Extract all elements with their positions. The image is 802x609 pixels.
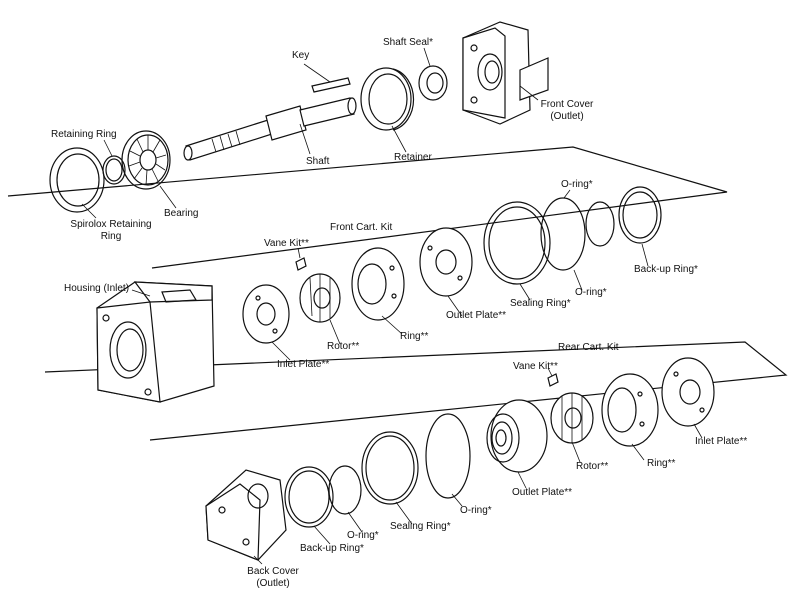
sealing-ring-bottom-part bbox=[361, 431, 419, 505]
label-rotor-rear: Rotor** bbox=[576, 461, 609, 472]
label-bearing: Bearing bbox=[164, 208, 199, 219]
o-ring-low-part bbox=[425, 413, 471, 499]
spirolox-retaining-ring-part bbox=[49, 147, 105, 213]
label-ring-front: Ring** bbox=[400, 331, 429, 342]
label-spirolox-line2: Ring bbox=[100, 231, 122, 242]
label-outlet-plate-front: Outlet Plate** bbox=[446, 310, 507, 321]
label-rear-cart-kit: Rear Cart. Kit bbox=[558, 342, 619, 353]
label-back-up-ring-bottom: Back-up Ring* bbox=[300, 543, 364, 554]
shaft-seal-part bbox=[418, 65, 448, 101]
label-ring-rear: Ring** bbox=[647, 458, 676, 469]
housing-part bbox=[96, 281, 215, 403]
label-back-cover: Back Cover (Outlet) bbox=[238, 566, 308, 590]
label-front-cart-kit: Front Cart. Kit bbox=[330, 222, 393, 233]
leader-lines bbox=[81, 47, 703, 565]
sealing-ring-top-part bbox=[483, 201, 551, 285]
inlet-plate-rear-part bbox=[661, 357, 715, 427]
label-spirolox-retaining-ring: Spirolox Retaining Ring bbox=[64, 219, 158, 243]
outlet-plate-rear-part bbox=[486, 399, 548, 473]
label-retainer: Retainer bbox=[394, 152, 432, 163]
label-outlet-plate-rear: Outlet Plate** bbox=[512, 487, 573, 498]
back-up-ring-bottom-part bbox=[284, 466, 334, 528]
shaft-part bbox=[183, 97, 357, 161]
rotor-rear-part bbox=[550, 392, 594, 444]
label-sealing-ring-top: Sealing Ring* bbox=[510, 298, 571, 309]
label-shaft: Shaft bbox=[306, 156, 330, 167]
vane-kit-rear-part bbox=[547, 373, 559, 387]
label-front-cover-line2: (Outlet) bbox=[550, 111, 584, 122]
label-back-cover-line2: (Outlet) bbox=[256, 578, 290, 589]
label-housing: Housing (Inlet) bbox=[64, 283, 130, 294]
panel-outline-middle bbox=[44, 341, 788, 441]
outlet-plate-front-part bbox=[419, 227, 473, 297]
vane-kit-front-part bbox=[295, 257, 307, 271]
o-ring-mid-part bbox=[540, 197, 586, 271]
label-o-ring-top: O-ring* bbox=[561, 179, 593, 190]
label-front-cover-line1: Front Cover bbox=[540, 99, 594, 110]
front-cover-part bbox=[462, 21, 549, 125]
label-vane-kit-rear: Vane Kit** bbox=[513, 361, 558, 372]
label-back-cover-line1: Back Cover bbox=[247, 566, 299, 577]
ring-front-part bbox=[351, 247, 405, 321]
label-o-ring-bottom: O-ring* bbox=[347, 530, 379, 541]
ring-rear-part bbox=[601, 373, 659, 447]
label-o-ring-mid: O-ring* bbox=[575, 287, 607, 298]
key-part bbox=[311, 77, 351, 93]
label-back-up-ring-top: Back-up Ring* bbox=[634, 264, 698, 275]
label-rotor-front: Rotor** bbox=[327, 341, 360, 352]
label-front-cover: Front Cover (Outlet) bbox=[532, 99, 602, 123]
label-sealing-ring-bottom: Sealing Ring* bbox=[390, 521, 451, 532]
rotor-front-part bbox=[299, 273, 341, 323]
label-o-ring-low: O-ring* bbox=[460, 505, 492, 516]
label-inlet-plate-rear: Inlet Plate** bbox=[695, 436, 748, 447]
retainer-part bbox=[360, 67, 415, 131]
label-vane-kit-front: Vane Kit** bbox=[264, 238, 309, 249]
label-inlet-plate-front: Inlet Plate** bbox=[277, 359, 330, 370]
o-ring-top-part bbox=[585, 201, 615, 247]
inlet-plate-front-part bbox=[242, 284, 290, 344]
label-spirolox-line1: Spirolox Retaining bbox=[70, 219, 152, 230]
back-cover-part bbox=[205, 469, 287, 561]
o-ring-bottom-part bbox=[328, 465, 362, 515]
label-retaining-ring: Retaining Ring bbox=[51, 129, 117, 140]
bearing-part bbox=[121, 130, 171, 190]
label-shaft-seal: Shaft Seal* bbox=[383, 37, 434, 48]
back-up-ring-top-part bbox=[618, 186, 662, 244]
label-key: Key bbox=[292, 50, 310, 61]
retaining-ring-part bbox=[102, 155, 126, 185]
